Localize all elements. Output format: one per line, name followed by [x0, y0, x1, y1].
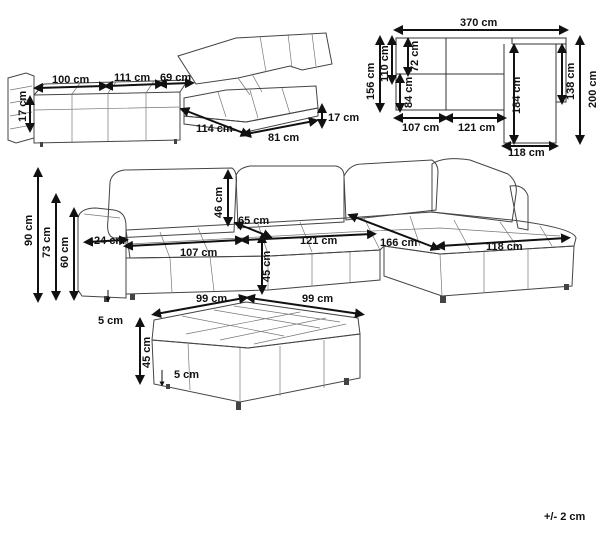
bed-height-base-label: 17 cm — [17, 91, 29, 122]
plan-total-width-label: 370 cm — [460, 17, 498, 29]
plan-chaise-depth-a-label: 138 cm — [565, 62, 577, 100]
plan-chaise-width-label: 118 cm — [508, 147, 545, 159]
plan-width-left-label: 107 cm — [402, 122, 440, 134]
height-back-label: 73 cm — [41, 227, 53, 258]
ottoman-depth-label: 99 cm — [302, 293, 333, 305]
main-sofa-view: 90 cm 73 cm 60 cm 46 cm 24 cm 65 cm 107 … — [23, 158, 577, 327]
plan-total-depth-label: 156 cm — [365, 62, 377, 100]
sofa-bed-view: 100 cm 111 cm 69 cm 17 cm 114 cm 81 cm 1… — [7, 32, 359, 147]
height-arm-label: 60 cm — [59, 237, 71, 268]
plan-width-mid-label: 121 cm — [458, 122, 496, 134]
seat-height-label: 45 cm — [261, 251, 273, 282]
chaise-diag-label: 166 cm — [380, 237, 418, 249]
plan-chaise-length-label: 184 cm — [511, 76, 523, 114]
arm-width-label: 24 cm — [94, 235, 125, 247]
back-cushion-corner — [343, 159, 439, 221]
ottoman-view: 99 cm 99 cm 45 cm 5 cm — [135, 293, 365, 410]
plan-chaise-depth-b-label: 200 cm — [587, 70, 599, 108]
height-total-label: 90 cm — [23, 215, 35, 246]
bed-height-right-label: 17 cm — [328, 112, 359, 124]
left-arm — [77, 207, 127, 299]
ottoman-leg-label: 5 cm — [174, 369, 199, 381]
ottoman-width-label: 99 cm — [196, 293, 227, 305]
plan-view: 370 cm 156 cm 110 cm 72 cm 84 cm 107 cm … — [365, 17, 599, 159]
bed-width-left-label: 100 cm — [52, 74, 90, 86]
seat-depth-label: 65 cm — [238, 215, 269, 227]
ottoman-height-label: 45 cm — [141, 337, 153, 368]
chaise-width-label: 118 cm — [486, 241, 523, 253]
bed-width-mid-label: 111 cm — [114, 72, 150, 84]
ottoman-body — [151, 333, 361, 403]
bed-width-label: 81 cm — [268, 132, 299, 144]
chaise-front — [383, 245, 575, 297]
bed-raised-frame — [177, 32, 333, 85]
back-cushion-label: 46 cm — [213, 187, 225, 218]
width-mid-label: 121 cm — [300, 235, 338, 247]
bed-base — [33, 91, 181, 144]
front-base — [125, 249, 381, 295]
tolerance-note: +/- 2 cm — [544, 511, 585, 523]
back-cushion-chaise — [431, 158, 517, 223]
leg-height-label: 5 cm — [98, 315, 123, 327]
bed-mattress — [183, 85, 319, 123]
bed-depth-diag-label: 114 cm — [196, 123, 233, 135]
width-left-label: 107 cm — [180, 247, 218, 259]
plan-back-depth-label: 110 cm — [379, 45, 391, 82]
plan-seat-inner-label: 72 cm — [409, 41, 421, 72]
bed-arm-gap-label: 69 cm — [160, 72, 191, 84]
plan-seat-lower-label: 84 cm — [403, 77, 415, 108]
